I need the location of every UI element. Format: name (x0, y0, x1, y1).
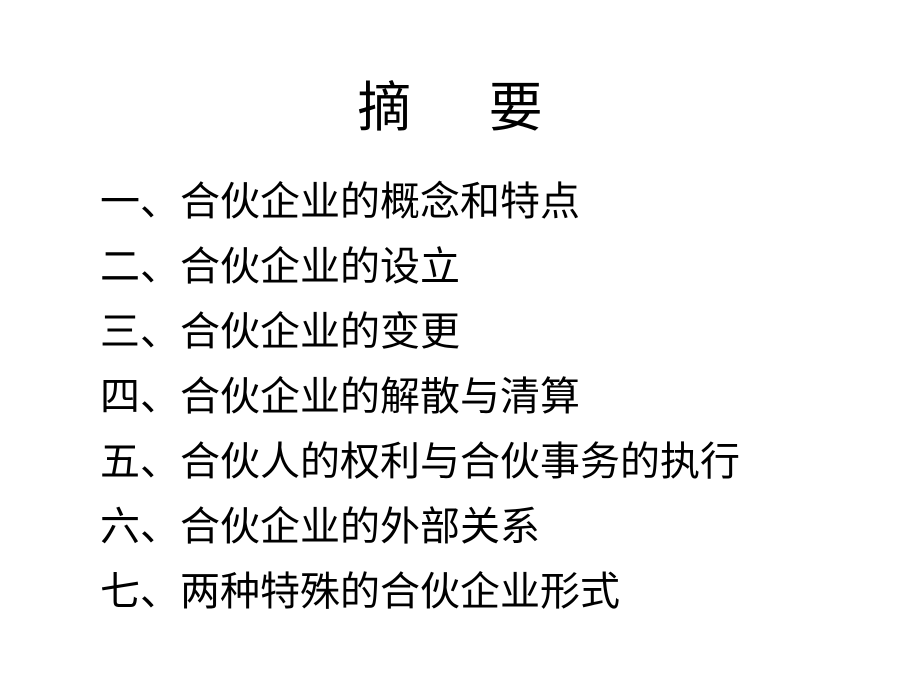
outline-list: 一、合伙企业的概念和特点 二、合伙企业的设立 三、合伙企业的变更 四、合伙企业的… (100, 170, 740, 625)
outline-item-5: 五、合伙人的权利与合伙事务的执行 (100, 439, 740, 485)
outline-item-3: 三、合伙企业的变更 (100, 309, 460, 355)
outline-item-6: 六、合伙企业的外部关系 (100, 504, 540, 550)
outline-item-1: 一、合伙企业的概念和特点 (100, 179, 580, 225)
outline-item-2: 二、合伙企业的设立 (100, 244, 460, 290)
outline-item-7: 七、两种特殊的合伙企业形式 (100, 569, 620, 615)
slide-title: 摘 要 (357, 76, 573, 139)
outline-item-4: 四、合伙企业的解散与清算 (100, 374, 580, 420)
